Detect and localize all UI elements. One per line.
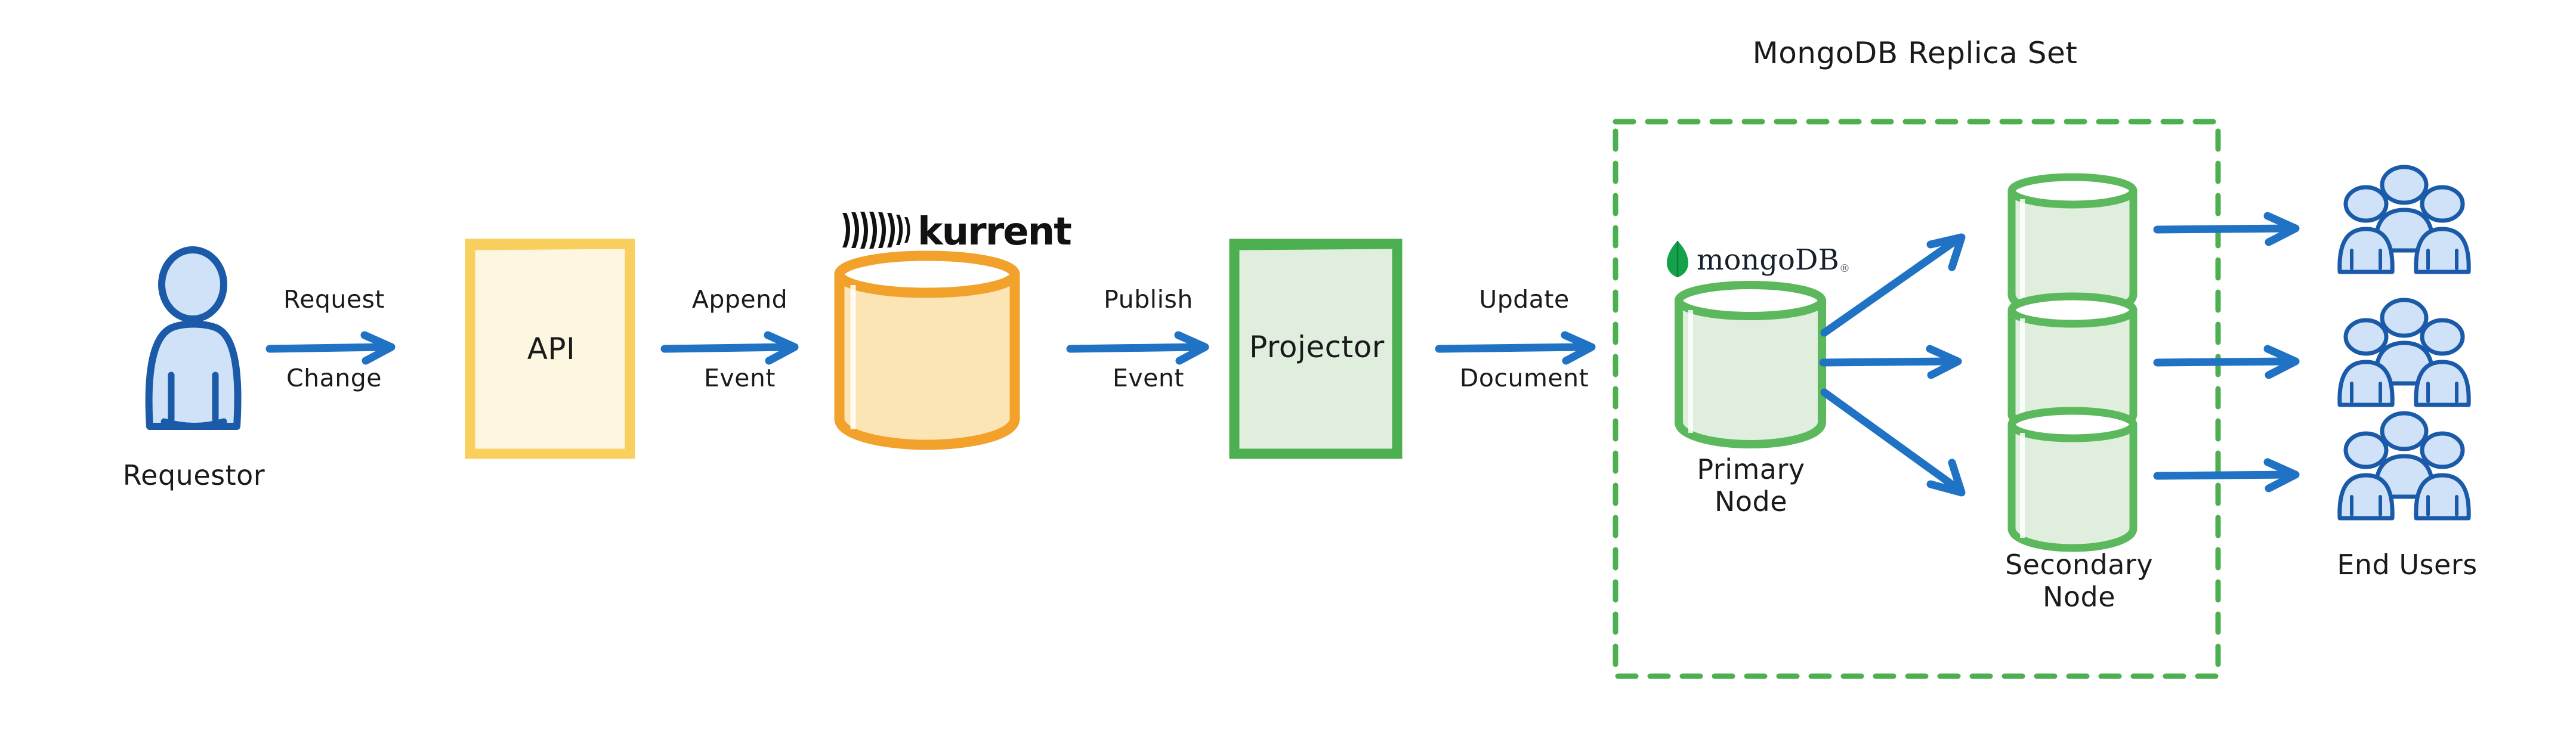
secondary-node-caption-line2: Node (2042, 581, 2116, 614)
edge-label-request: Request (283, 285, 385, 314)
mongodb-replica-set-title: MongoDB Replica Set (1752, 36, 2078, 70)
primary-node-caption-line2: Node (1714, 485, 1788, 518)
edge-label-document: Document (1459, 364, 1589, 392)
api-box (465, 239, 638, 460)
arrow-primary-to-secondary-2 (1819, 345, 1976, 380)
end-users-2 (2333, 298, 2476, 413)
edge-label-publish: Publish (1104, 285, 1193, 314)
arrow-projector-to-primary (1435, 331, 1610, 367)
edge-label-change: Change (286, 364, 382, 392)
edge-label-event-1: Event (704, 364, 776, 392)
secondary-node-caption: Secondary Node (1981, 549, 2177, 614)
people-group-icon (2337, 298, 2471, 407)
arrow-primary-to-secondary-1 (1820, 233, 1975, 340)
arrow-secondary-2-to-users-2 (2153, 345, 2316, 380)
requestor-node (128, 246, 260, 438)
people-group-icon (2337, 165, 2471, 274)
primary-node-cylinder (1670, 280, 1831, 453)
person-icon (145, 246, 242, 430)
arrow-secondary-1-to-users-1 (2153, 212, 2316, 247)
edge-label-event-2: Event (1113, 364, 1184, 392)
end-users-1 (2333, 165, 2476, 280)
kurrent-mark-icon (842, 212, 910, 249)
primary-node-caption: Primary Node (1658, 453, 1843, 518)
arrow-kurrent-to-projector (1066, 331, 1223, 367)
kurrent-cylinder (829, 250, 1026, 453)
edge-label-append: Append (691, 285, 788, 314)
end-users-caption: End Users (2337, 549, 2478, 581)
arrow-secondary-3-to-users-3 (2153, 458, 2316, 494)
mongodb-replica-set-boundary (1611, 117, 2223, 681)
projector-box (1229, 239, 1405, 460)
api-box-label: API (527, 332, 576, 366)
kurrent-wordmark: kurrent (918, 210, 1071, 254)
projector-box-label: Projector (1249, 330, 1385, 364)
mongodb-logo: mongoDB ® (1664, 239, 1861, 280)
arrow-primary-to-secondary-3 (1820, 385, 1975, 499)
secondary-node-caption-line1: Secondary (2004, 549, 2154, 581)
arrow-api-to-kurrent (660, 331, 811, 367)
end-users-3 (2333, 411, 2476, 527)
mongodb-trademark: ® (1839, 262, 1850, 275)
kurrent-logo: kurrent (839, 206, 1073, 254)
arrow-requestor-to-api (265, 331, 404, 367)
primary-node-caption-line1: Primary (1697, 453, 1805, 485)
mongodb-wordmark: mongoDB (1697, 243, 1839, 277)
secondary-node-2-cylinder (2004, 292, 2142, 441)
secondary-node-3-cylinder (2004, 407, 2142, 556)
edge-label-update: Update (1479, 285, 1570, 314)
people-group-icon (2337, 411, 2471, 521)
requestor-caption: Requestor (122, 459, 265, 491)
